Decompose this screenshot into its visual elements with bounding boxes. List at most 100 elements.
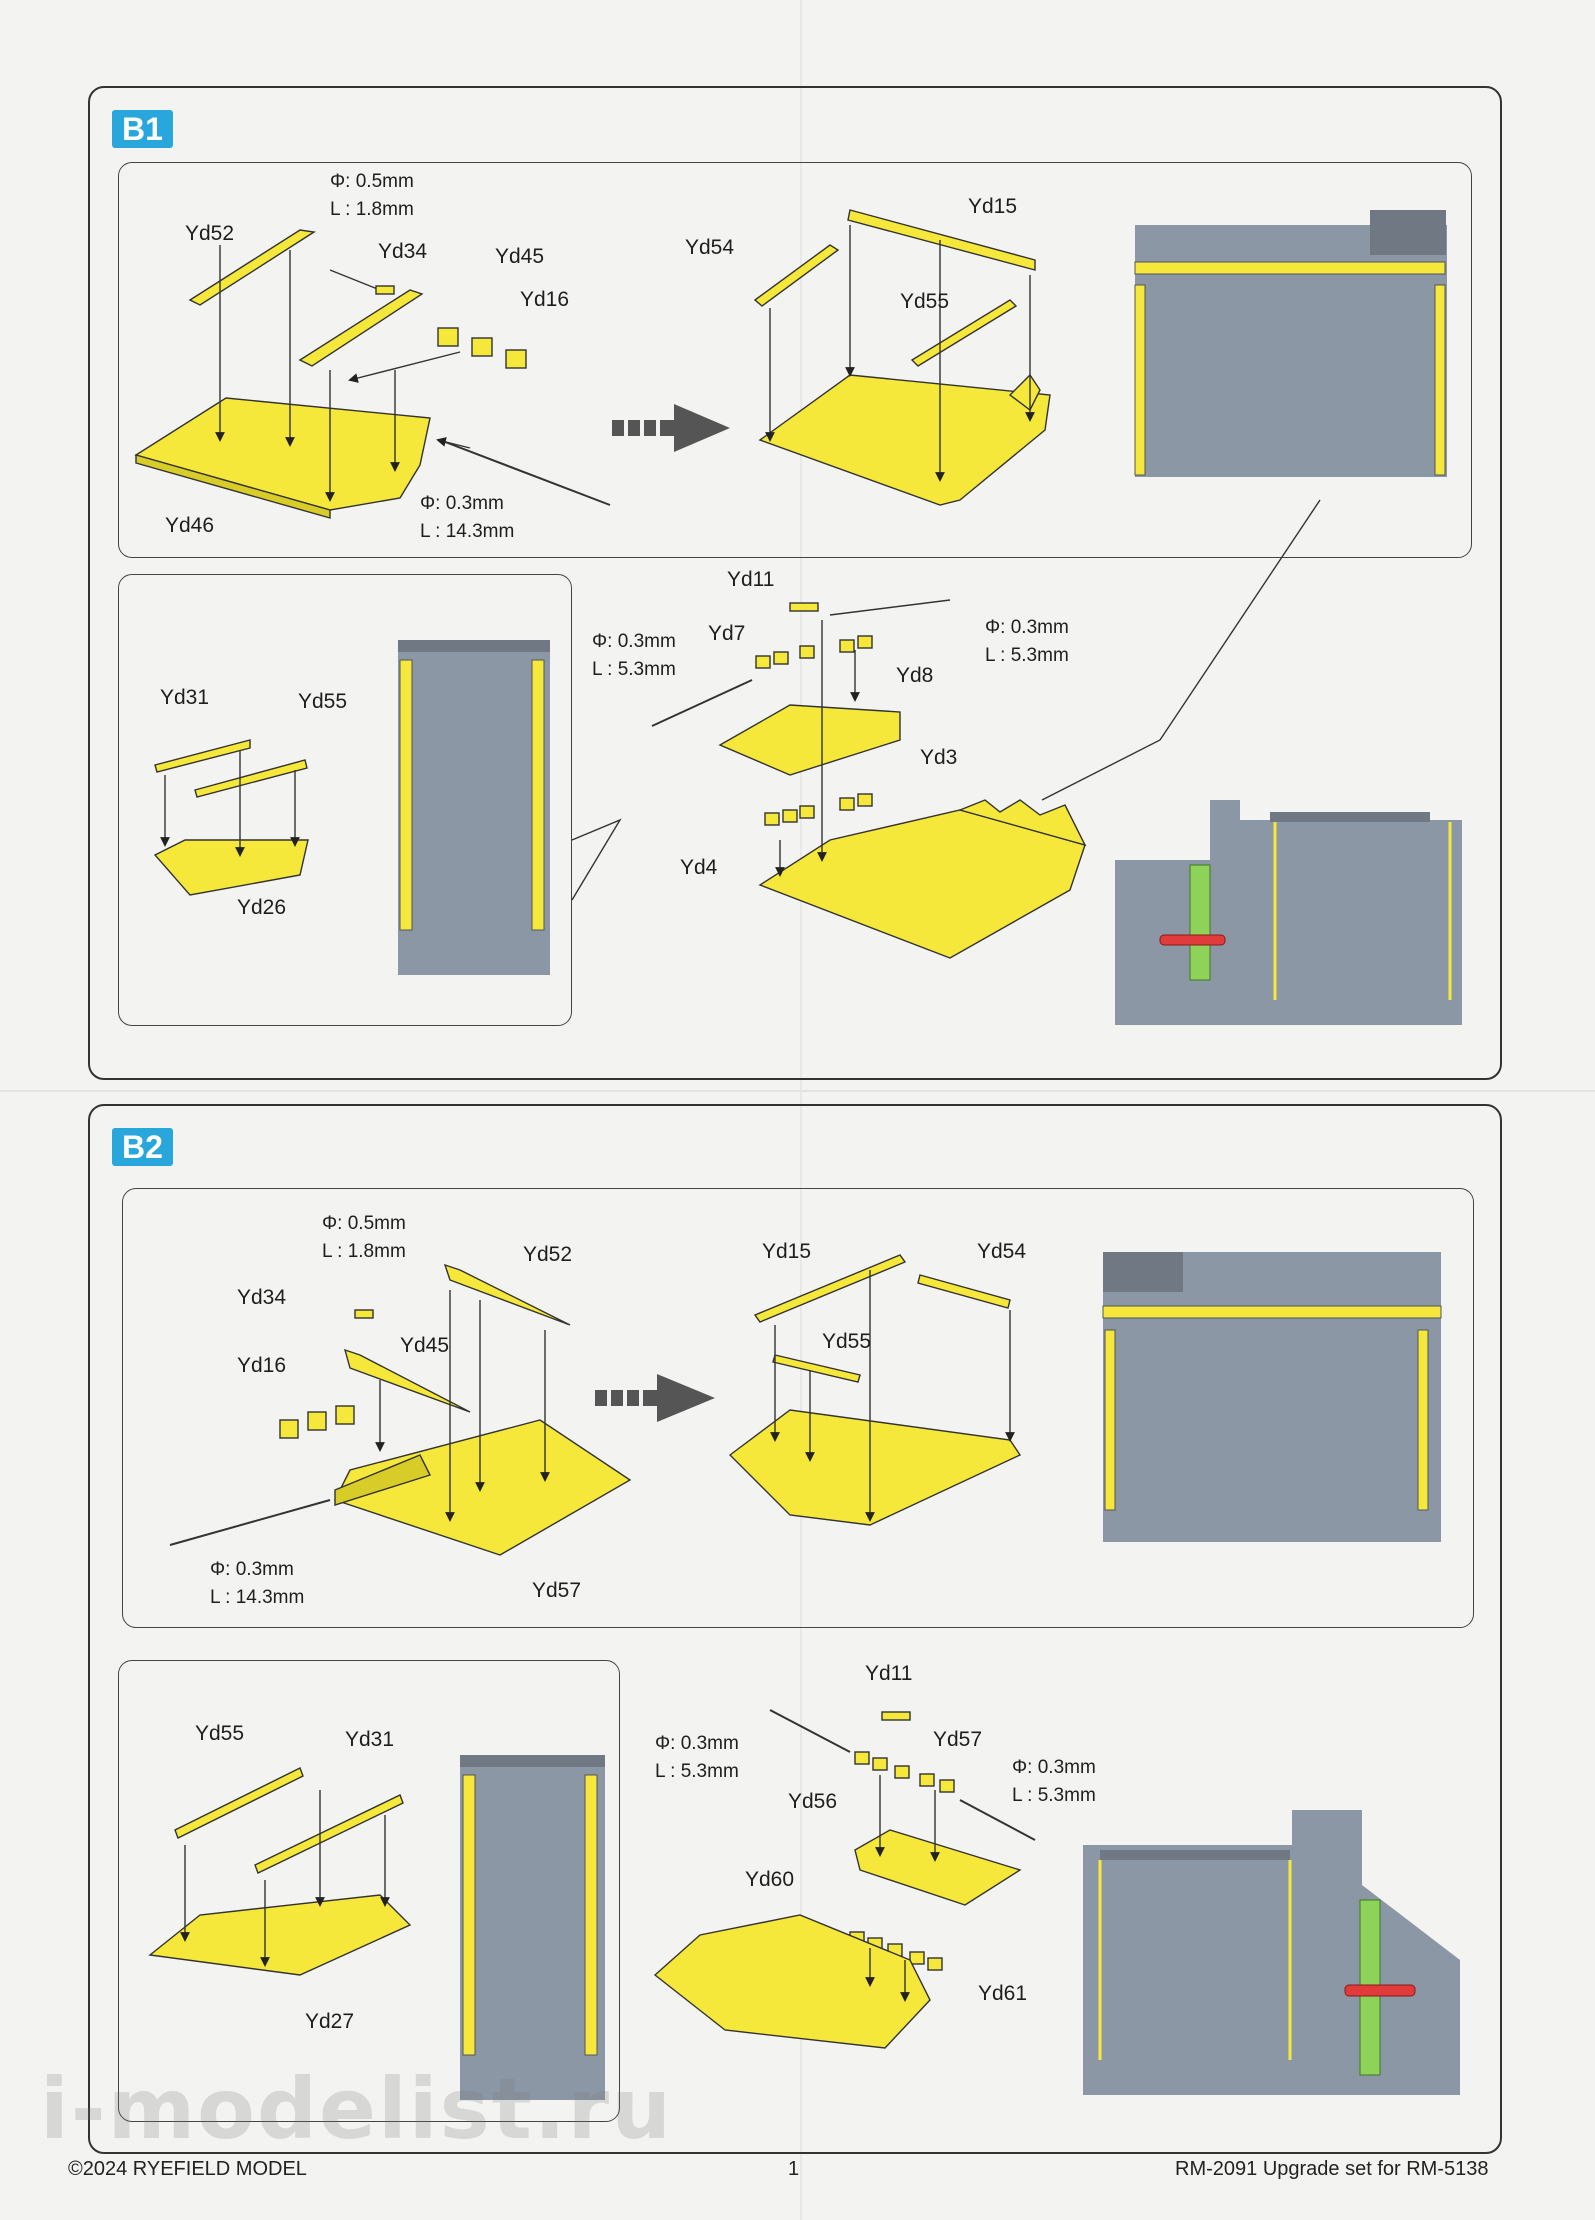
b2-yd45-part [343,1348,471,1413]
b2-yd11-rod [881,1711,911,1721]
b1-label-yd55-lower: Yd55 [298,690,348,713]
b2-large-plate [653,1914,931,2049]
b1-label-yd3: Yd3 [920,746,958,769]
b2-label-yd57-lower: Yd57 [933,1728,983,1751]
b1-wire-bottom-diameter: Φ: 0.3mm [420,493,504,514]
b2-label-yd52: Yd52 [523,1243,573,1266]
b2-wire-left-length: L : 5.3mm [655,1761,739,1782]
b2-wire-spec-bottom: Φ: 0.3mm L : 14.3mm [210,1556,304,1612]
b1-label-yd31: Yd31 [160,686,210,709]
b2-yd34-rod [354,1309,374,1319]
b1-yd4-hinges [764,793,873,826]
b1-label-yd55: Yd55 [900,290,950,313]
b2-side-detail-view [460,1755,605,2100]
b2-label-yd55: Yd55 [822,1330,872,1353]
b2-yd15-strip [753,1254,907,1323]
b1-label-yd11: Yd11 [727,568,775,591]
b1-label-yd15: Yd15 [968,195,1018,218]
b1-yd7-yd8-hinges [755,635,873,669]
b1-wire-spec-right: Φ: 0.3mm L : 5.3mm [985,614,1069,670]
b1-wire-top-length: L : 1.8mm [330,199,414,220]
b1-wire-spec-left: Φ: 0.3mm L : 5.3mm [592,628,676,684]
step-b2-frame [88,1104,1502,2154]
b2-label-yd60: Yd60 [745,1868,795,1891]
b1-yd55-lower-strip [194,759,308,798]
b2-label-yd11: Yd11 [865,1662,913,1685]
b2-small-plate [854,1829,1022,1906]
b2-wire-spec-top: Φ: 0.5mm L : 1.8mm [322,1210,406,1266]
b1-yd55-strip [910,299,1018,367]
b1-base-plate [758,374,1051,506]
b2-left-assembly [169,1263,632,1556]
b2-detail-view-top [1102,1252,1442,1542]
b2-wire-right-length: L : 5.3mm [1012,1785,1096,1806]
b1-process-arrow [612,404,730,452]
step-b2-badge: B2 [112,1128,173,1166]
paper-fold-horizontal [0,1090,1595,1092]
b1-yd15-strip [847,209,1036,271]
b1-callout-lines [1041,499,1321,801]
b1-wire-left-diameter: Φ: 0.3mm [592,631,676,652]
b1-label-yd7: Yd7 [708,622,746,645]
b1-yd16-hinge-c [505,349,527,369]
b2-wire-spec-left: Φ: 0.3mm L : 5.3mm [655,1730,739,1786]
b2-label-yd34: Yd34 [237,1286,287,1309]
b1-label-yd26: Yd26 [237,896,287,919]
b2-wire-bottom-diameter: Φ: 0.3mm [210,1559,294,1580]
b1-wire-right-diameter: Φ: 0.3mm [985,617,1069,638]
b1-left-assembly [134,229,611,519]
b2-yd16-hinge-b [307,1411,327,1431]
b2-wire-bottom-length: L : 14.3mm [210,1587,305,1608]
step-b1-badge: B1 [112,110,173,148]
b1-yd3-assembly [651,599,1087,959]
b2-wire-top-length: L : 1.8mm [322,1241,406,1262]
b2-yd27-plate [148,1894,412,1976]
step-b1-frame [88,86,1502,1080]
footer-product: RM-2091 Upgrade set for RM-5138 [1175,2158,1489,2180]
b1-label-yd52: Yd52 [185,222,235,245]
b1-middle-assembly [753,209,1051,506]
b1-yd52-part [188,229,316,306]
b1-label-yd46: Yd46 [165,514,215,537]
b2-label-yd16: Yd16 [237,1354,287,1377]
b1-yd46-plate [134,397,431,511]
b2-label-yd57: Yd57 [532,1579,582,1602]
b2-label-yd56: Yd56 [788,1790,838,1813]
b1-label-yd4: Yd4 [680,856,718,879]
b2-label-yd45: Yd45 [400,1334,450,1357]
b1-side-detail-view [398,640,550,975]
b2-wire-right-diameter: Φ: 0.3mm [1012,1757,1096,1778]
b1-wire-left-length: L : 5.3mm [592,659,676,680]
b1-label-yd54: Yd54 [685,236,735,259]
b1-side-callout [571,818,622,901]
b1-small-plate [718,704,901,776]
b2-detail-view-bottom [1083,1810,1460,2095]
paper-fold-vertical [800,0,802,2220]
b2-yd52-part [443,1263,571,1326]
b2-label-yd55-lower: Yd55 [195,1722,245,1745]
b2-wire-spec-right: Φ: 0.3mm L : 5.3mm [1012,1754,1096,1810]
b2-base-plate [728,1409,1022,1526]
b1-detail-view-bottom [1115,800,1462,1025]
footer-copyright: ©2024 RYEFIELD MODEL [68,2158,307,2180]
b1-yd45-part [298,289,424,367]
b2-label-yd27: Yd27 [305,2010,355,2033]
b1-yd34-rod [375,285,395,295]
b2-label-yd15: Yd15 [762,1240,812,1263]
watermark: i-modelist.ru [40,2060,673,2158]
b2-yd16-hinge-c [335,1405,355,1425]
b2-yd56-yd57-hinges [854,1751,955,1793]
b1-wire-spec-bottom: Φ: 0.3mm L : 14.3mm [420,490,514,546]
footer-page-number: 1 [788,2158,800,2180]
b2-wire-top-diameter: Φ: 0.5mm [322,1213,406,1234]
b2-yd54-strip [917,1274,1011,1309]
b1-bottom-left-panel [118,574,572,1026]
b1-wire-spec-top: Φ: 0.5mm L : 1.8mm [330,168,414,224]
b1-label-yd45: Yd45 [495,245,545,268]
b2-wire-left-diameter: Φ: 0.3mm [655,1733,739,1754]
b1-detail-view-top [1134,210,1447,477]
b1-yd31-strip [154,739,251,773]
b1-yd16-hinge-b [471,337,493,357]
b2-label-yd61: Yd61 [978,1982,1028,2005]
